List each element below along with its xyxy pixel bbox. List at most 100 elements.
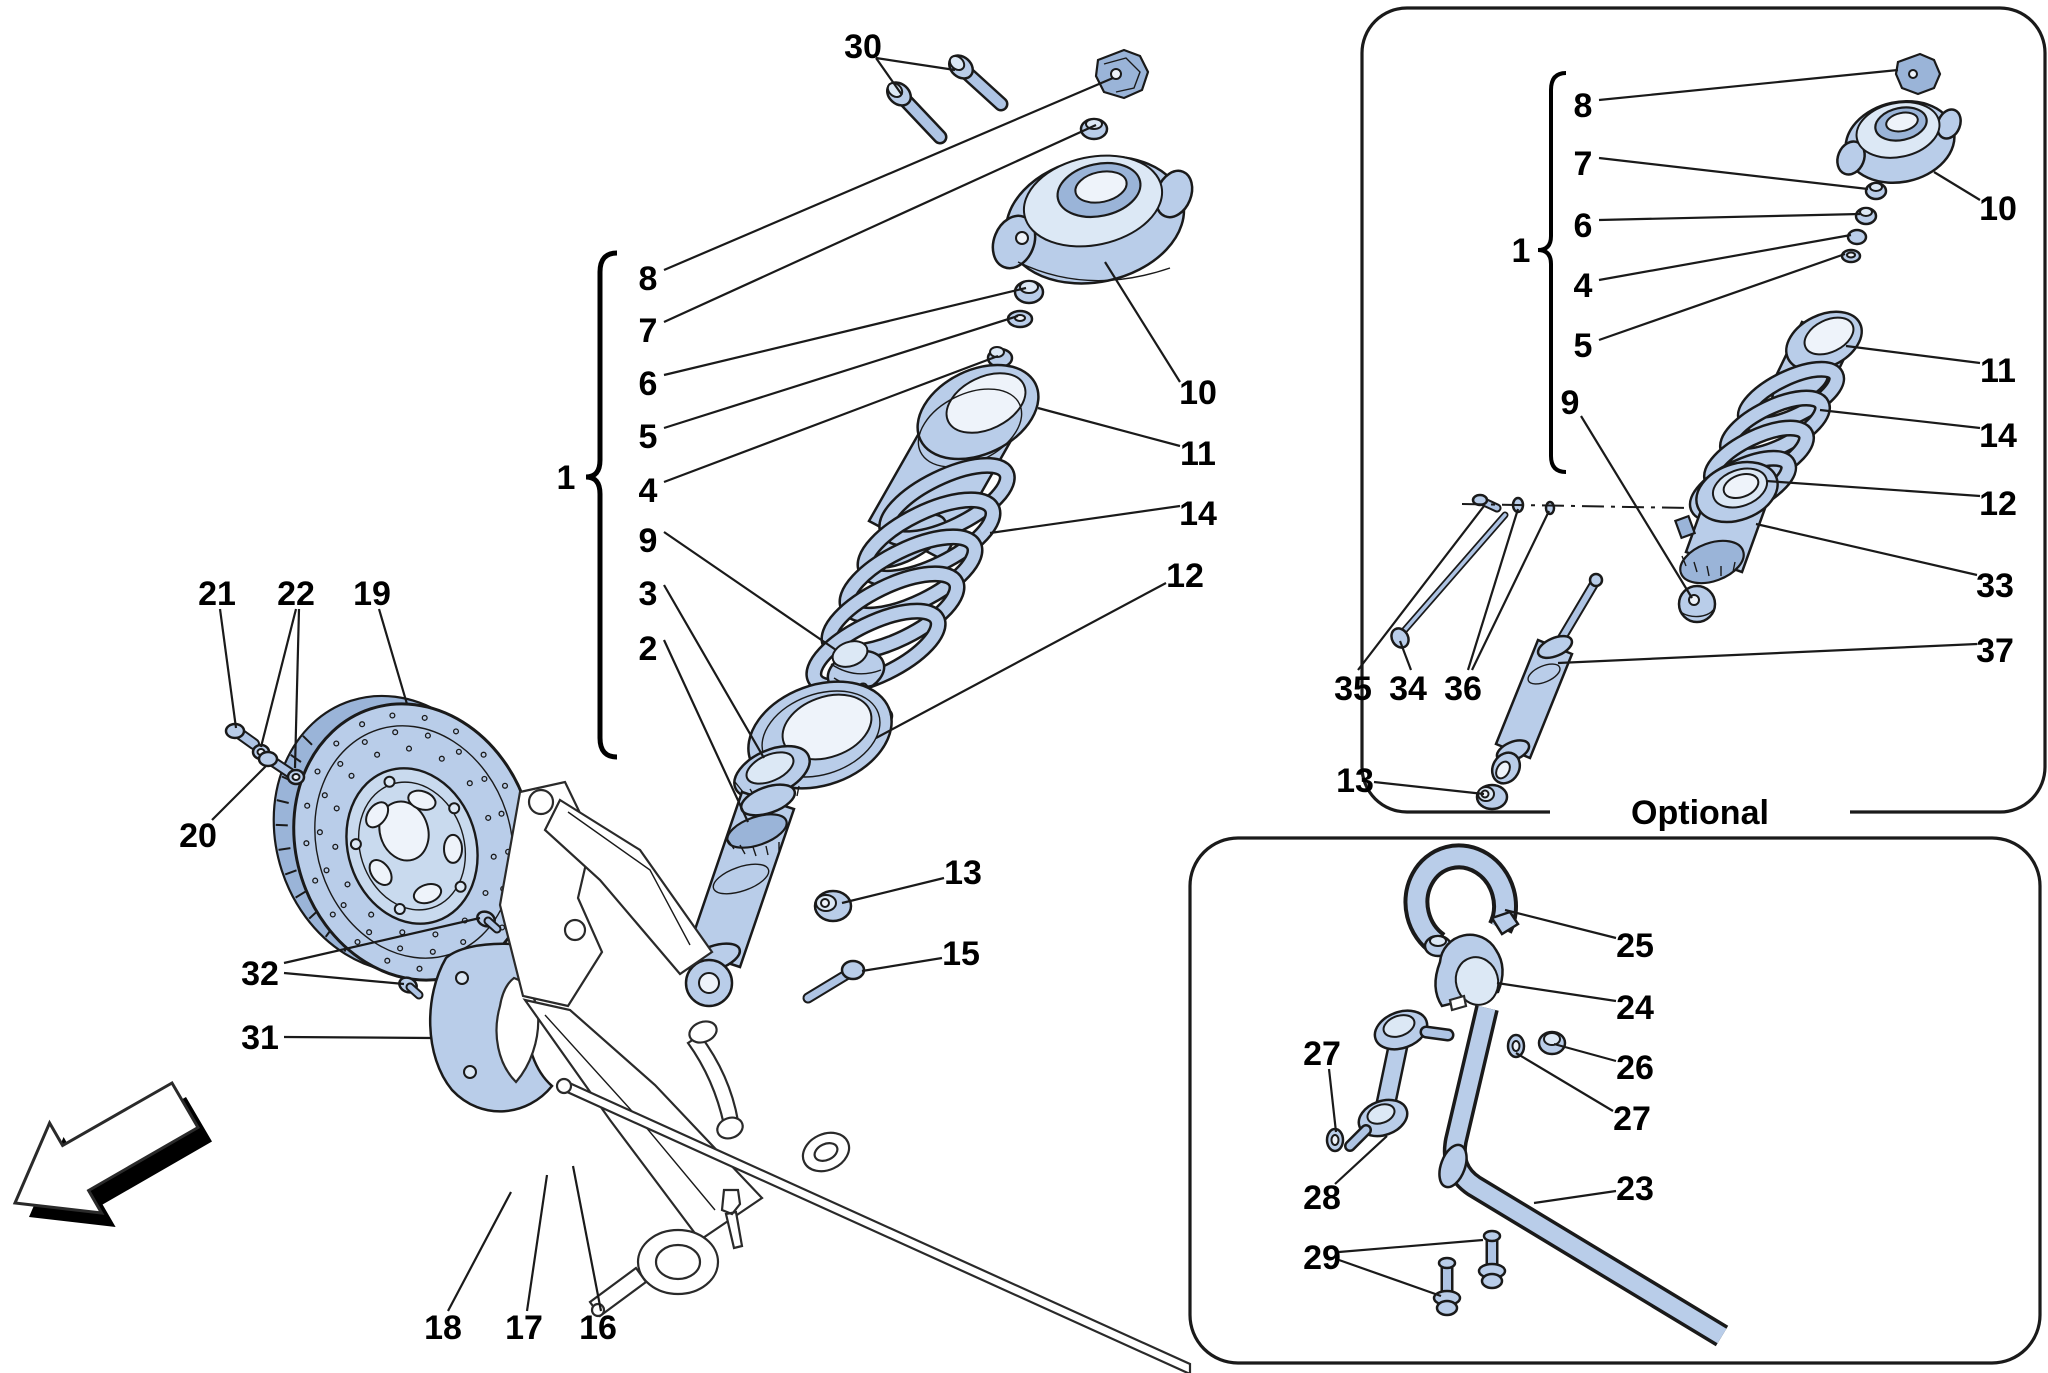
callout-main-4: 4: [639, 472, 658, 510]
leader-main-30-1: [875, 57, 903, 96]
callout-stab-27l: 27: [1303, 1035, 1341, 1073]
callout-stab-24: 24: [1616, 989, 1654, 1027]
leader-main-17: [525, 1174, 549, 1312]
leader-main-5: [663, 314, 1019, 430]
shield-fixing-pins: [398, 910, 502, 1000]
callout-main-10: 10: [1179, 374, 1217, 412]
callout-main-17: 17: [505, 1309, 543, 1347]
callout-opt-7: 7: [1574, 145, 1593, 183]
leader-opt-8: [1598, 68, 1899, 102]
optional-box-label: Optional: [1631, 794, 1769, 832]
callout-main-1: 1: [557, 459, 576, 497]
leader-stab-28: [1334, 1135, 1388, 1185]
leader-opt-4: [1598, 233, 1852, 282]
locknut-upper: [1079, 117, 1109, 141]
leader-main-16: [571, 1165, 603, 1312]
disc-retaining-hardware: [224, 722, 306, 786]
stabilizer-hardware: [1325, 1030, 1567, 1153]
leader-opt-13: [1373, 780, 1485, 796]
leader-main-8: [663, 76, 1114, 272]
leader-opt-5: [1598, 252, 1846, 342]
callout-main-14: 14: [1179, 495, 1217, 533]
leader-opt-33: [1755, 522, 1978, 577]
tie-rod: [555, 1077, 1192, 1373]
leader-stab-24: [1496, 981, 1617, 1003]
callout-opt-5: 5: [1574, 327, 1593, 365]
stabilizer-bolts: [1432, 1229, 1507, 1317]
leader-opt-14: [1819, 408, 1981, 430]
optional-damper: [1490, 572, 1604, 785]
callout-stab-27r: 27: [1613, 1100, 1651, 1138]
stabilizer-bushing: [1434, 933, 1504, 1012]
leader-main-4: [663, 354, 999, 484]
callout-opt-4: 4: [1574, 267, 1593, 305]
leader-main-3: [663, 584, 765, 759]
leader-main-20: [211, 765, 267, 821]
optional-adjuster-cable: [1390, 493, 1689, 649]
leader-main-31: [283, 1035, 433, 1040]
leader-main-11: [1037, 406, 1181, 448]
leader-main-32-2: [283, 971, 405, 986]
callout-main-7: 7: [639, 312, 658, 350]
callout-main-9: 9: [639, 522, 658, 560]
leader-stab-29-1: [1338, 1238, 1484, 1254]
optional-adjuster-collar: [1673, 460, 1779, 585]
coil-spring: [805, 456, 1016, 696]
callout-opt-34: 34: [1389, 670, 1427, 708]
group-bracket-main: [585, 250, 618, 760]
callout-main-12: 12: [1166, 557, 1204, 595]
optional-lower-bushing: [1475, 783, 1509, 811]
leader-main-6: [663, 286, 1027, 377]
optional-label-gap: [1550, 792, 1850, 832]
shock-absorber-body: [684, 783, 797, 1008]
callout-main-21: 21: [198, 575, 236, 613]
callout-main-20: 20: [179, 817, 217, 855]
callout-main-32: 32: [241, 955, 279, 993]
leader-opt-34: [1398, 640, 1413, 671]
callout-main-16: 16: [579, 1309, 617, 1347]
callout-main-31: 31: [241, 1019, 279, 1057]
callout-opt-9: 9: [1561, 384, 1580, 422]
leader-stab-27r: [1515, 1052, 1614, 1112]
callout-main-22: 22: [277, 575, 315, 613]
leader-opt-36-2: [1471, 510, 1550, 671]
leader-opt-10: [1933, 171, 1981, 201]
callout-opt-11: 11: [1980, 352, 2016, 390]
steering-knuckle: [498, 780, 714, 1008]
leader-main-15: [861, 956, 943, 973]
leader-opt-37: [1557, 642, 1978, 665]
callout-main-5: 5: [639, 418, 658, 456]
leader-main-13: [841, 876, 945, 905]
leader-stab-23: [1533, 1189, 1617, 1205]
leader-stab-26: [1553, 1042, 1617, 1063]
callout-main-11: 11: [1180, 435, 1216, 473]
leader-main-10: [1104, 261, 1181, 383]
leader-main-30-2: [875, 56, 956, 72]
leader-main-14: [989, 504, 1181, 535]
stabilizer-bar: [1438, 1005, 1729, 1347]
callout-stab-25: 25: [1616, 927, 1654, 965]
leader-lines: [211, 56, 1981, 1312]
callout-main-2: 2: [639, 630, 658, 668]
callout-opt-6: 6: [1574, 207, 1593, 245]
leader-main-21: [218, 608, 238, 729]
callout-main-30: 30: [844, 28, 882, 66]
callout-opt-37: 37: [1976, 632, 2014, 670]
callout-opt-13: 13: [1336, 762, 1374, 800]
upper-clamp-plate: [1094, 48, 1150, 100]
spring-upper-collar: [733, 744, 811, 804]
strut-top-mount: [991, 154, 1194, 285]
leader-opt-12: [1765, 479, 1981, 498]
callout-stab-28: 28: [1303, 1179, 1341, 1217]
callout-main-6: 6: [639, 365, 658, 403]
leader-main-22-2: [293, 608, 301, 769]
leader-main-32-1: [283, 916, 481, 965]
leader-opt-7: [1598, 156, 1869, 191]
optional-fasteners: [1840, 181, 1888, 264]
callout-main-8: 8: [639, 260, 658, 298]
leader-main-22-1: [259, 608, 298, 748]
leader-main-12: [875, 582, 1167, 739]
group-bracket-optional: [1537, 71, 1567, 474]
